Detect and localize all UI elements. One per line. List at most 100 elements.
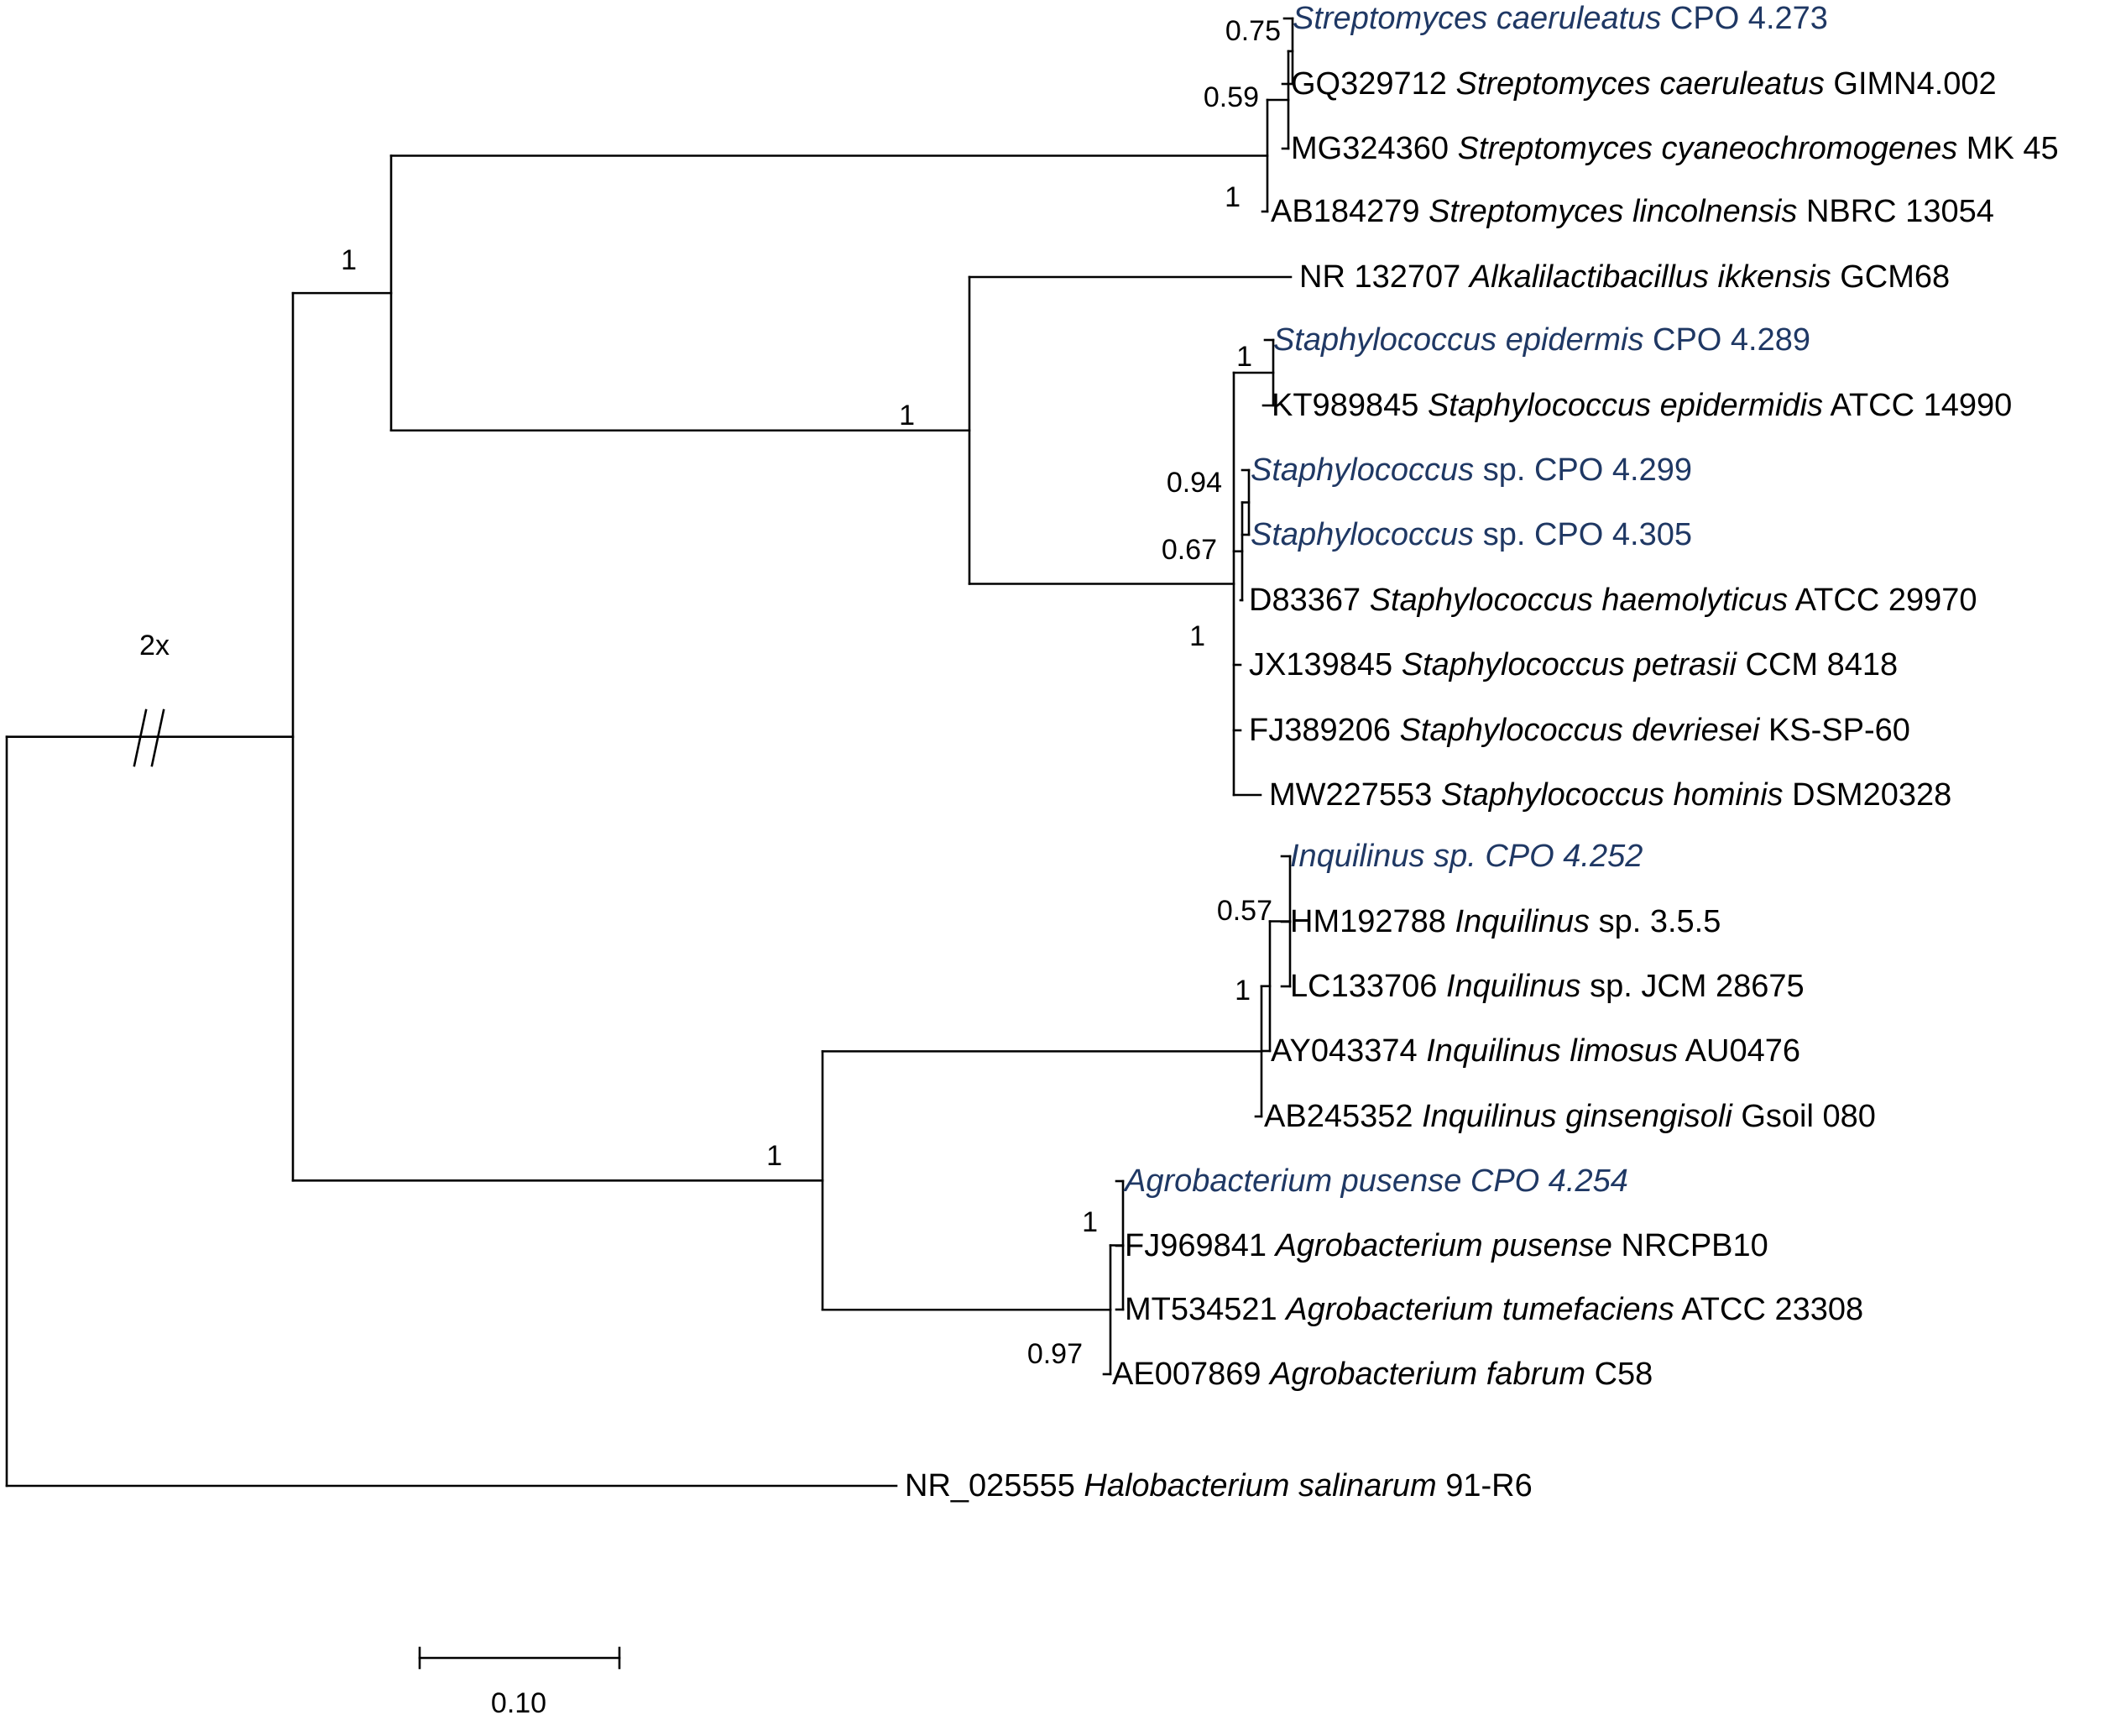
leaf-acc: NR 132707 [1299, 259, 1460, 295]
leaf-genus: Halobacterium [1084, 1468, 1289, 1503]
leaf-label: LC133706 Inquilinus sp. JCM 28675 [1290, 969, 1805, 1004]
branch-break-mark [133, 709, 165, 767]
support-value: 0.59 [1204, 81, 1259, 113]
leaf-species: epidermis [1506, 322, 1644, 358]
leaf-label: MT534521 Agrobacterium tumefaciens ATCC … [1125, 1292, 1863, 1327]
leaf-strain: NBRC 13054 [1806, 194, 1994, 229]
leaf-genus: Inquilinus [1426, 1033, 1561, 1069]
leaf-acc: HM192788 [1290, 904, 1446, 939]
support-value: 1 [899, 400, 915, 431]
leaf-strain: sp. 3.5.5 [1599, 904, 1721, 939]
leaf-strain: GCM68 [1840, 259, 1950, 295]
leaf-label: Staphylococcus epidermis CPO 4.289 [1273, 322, 1810, 358]
leaf-acc: MG324360 [1291, 131, 1449, 166]
support-value: 1 [1082, 1206, 1098, 1238]
leaf-acc: MW227553 [1269, 777, 1432, 813]
leaf-acc: FJ969841 [1125, 1228, 1267, 1263]
leaf-label: NR 132707 Alkalilactibacillus ikkensis G… [1299, 259, 1950, 295]
leaf-genus: Streptomyces [1458, 131, 1653, 166]
leaf-genus: Streptomyces [1429, 194, 1623, 229]
leaf-acc: AE007869 [1112, 1357, 1261, 1392]
leaf-strain: ATCC 14990 [1830, 388, 2012, 423]
leaf-species: haemolyticus [1601, 583, 1788, 618]
leaf-acc: NR_025555 [905, 1468, 1075, 1503]
leaf-genus: Staphylococcus [1400, 713, 1623, 748]
leaf-strain: ATCC 23308 [1681, 1292, 1863, 1327]
leaf-genus: Inquilinus [1455, 904, 1590, 939]
leaf-label: Agrobacterium pusense CPO 4.254 [1123, 1163, 1628, 1199]
support-value: 1 [1225, 181, 1241, 213]
support-value: 1 [1235, 975, 1251, 1007]
leaf-species: fabrum [1486, 1357, 1585, 1392]
scale-bar-label: 0.10 [491, 1687, 546, 1719]
leaf-strain: AU0476 [1685, 1033, 1800, 1069]
leaf-genus: Staphylococcus [1251, 517, 1474, 552]
leaf-species: limosus [1570, 1033, 1678, 1069]
branch-break-label: 2x [139, 630, 170, 661]
leaf-acc: AB245352 [1264, 1099, 1413, 1134]
leaf-acc: D83367 [1249, 583, 1361, 618]
leaf-strain: CPO 4.289 [1653, 322, 1810, 358]
leaf-genus: Inquilinus sp. CPO 4.252 [1290, 839, 1643, 874]
leaf-acc: AY043374 [1271, 1033, 1418, 1069]
leaf-acc: FJ389206 [1249, 713, 1391, 748]
leaf-strain: sp. CPO 4.299 [1483, 452, 1692, 488]
leaf-genus: Staphylococcus [1402, 647, 1625, 682]
leaf-strain: DSM20328 [1792, 777, 1951, 813]
leaf-strain: ATCC 29970 [1795, 583, 1977, 618]
leaf-genus: Agrobacterium [1274, 1228, 1483, 1263]
leaf-species: tumefaciens [1502, 1292, 1674, 1327]
leaf-label: Staphylococcus sp. CPO 4.305 [1251, 517, 1692, 552]
support-value: 0.75 [1225, 15, 1281, 47]
leaf-species: lincolnensis [1632, 194, 1797, 229]
leaf-label: AY043374 Inquilinus limosus AU0476 [1271, 1033, 1800, 1069]
leaf-strain: MK 45 [1967, 131, 2059, 166]
leaf-label: AB184279 Streptomyces lincolnensis NBRC … [1271, 194, 1994, 229]
leaf-strain: NRCPB10 [1622, 1228, 1768, 1263]
leaf-species: devriesei [1632, 713, 1761, 748]
leaf-label: Staphylococcus sp. CPO 4.299 [1251, 452, 1692, 488]
leaf-species: caeruleatus [1659, 66, 1824, 102]
leaf-acc: LC133706 [1290, 969, 1437, 1004]
leaf-strain: C58 [1595, 1357, 1653, 1392]
leaf-strain: Gsoil 080 [1741, 1099, 1876, 1134]
leaf-genus: Agrobacterium [1268, 1357, 1477, 1392]
leaf-label: KT989845 Staphylococcus epidermidis ATCC… [1272, 388, 2012, 423]
leaf-species: hominis [1674, 777, 1784, 813]
scale-bar: 0.10 [418, 1646, 621, 1719]
leaf-strain: sp. CPO 4.305 [1483, 517, 1692, 552]
leaf-species: pusense [1491, 1228, 1612, 1263]
leaf-strain: GIMN4.002 [1833, 66, 1996, 102]
leaf-species: salinarum [1298, 1468, 1437, 1503]
leaf-strain: CCM 8418 [1746, 647, 1899, 682]
leaf-acc: JX139845 [1249, 647, 1392, 682]
leaf-label: Streptomyces caeruleatus CPO 4.273 [1293, 1, 1828, 36]
support-value: 1 [341, 244, 357, 276]
leaf-label: JX139845 Staphylococcus petrasii CCM 841… [1249, 647, 1898, 682]
leaf-label: HM192788 Inquilinus sp. 3.5.5 [1290, 904, 1721, 939]
leaf-label: AB245352 Inquilinus ginsengisoli Gsoil 0… [1264, 1099, 1876, 1134]
leaf-genus: Alkalilactibacillus [1468, 259, 1709, 295]
leaf-genus: Staphylococcus [1273, 322, 1496, 358]
support-value: 1 [1236, 341, 1252, 373]
tree-branches [5, 17, 1294, 1488]
leaf-strain: 91-R6 [1445, 1468, 1533, 1503]
leaf-acc: KT989845 [1272, 388, 1418, 423]
support-value: 0.97 [1027, 1338, 1083, 1370]
leaf-strain: KS-SP-60 [1768, 713, 1910, 748]
leaf-genus: Streptomyces [1293, 1, 1487, 36]
leaf-label: NR_025555 Halobacterium salinarum 91-R6 [905, 1468, 1533, 1503]
leaf-species: epidermidis [1660, 388, 1823, 423]
support-value: 1 [766, 1140, 782, 1172]
leaf-label: GQ329712 Streptomyces caeruleatus GIMN4.… [1291, 66, 1997, 102]
leaf-label: D83367 Staphylococcus haemolyticus ATCC … [1249, 583, 1977, 618]
leaf-acc: AB184279 [1271, 194, 1420, 229]
leaf-species: ginsengisoli [1565, 1099, 1733, 1134]
leaf-label: FJ389206 Staphylococcus devriesei KS-SP-… [1249, 713, 1910, 748]
leaf-label: MW227553 Staphylococcus hominis DSM20328 [1269, 777, 1951, 813]
leaf-label: Inquilinus sp. CPO 4.252 [1290, 839, 1643, 874]
leaf-genus: Streptomyces [1455, 66, 1650, 102]
leaf-genus: Agrobacterium [1284, 1292, 1493, 1327]
